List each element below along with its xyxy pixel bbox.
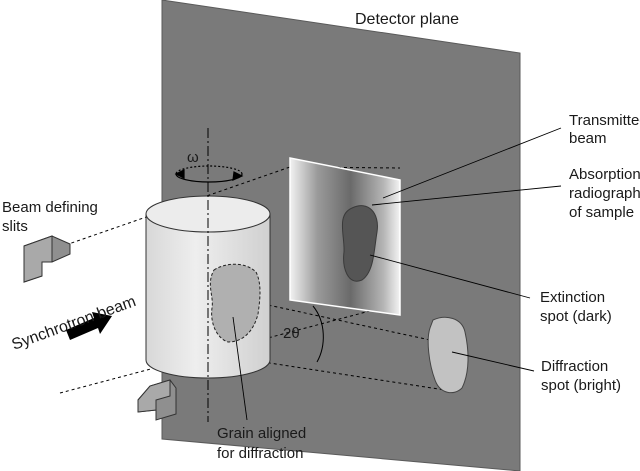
label-transmitted-beam-2: beam: [569, 130, 607, 147]
label-detector-plane: Detector plane: [355, 11, 459, 28]
label-omega: ω: [187, 149, 199, 166]
label-absorption-2: radiograph: [569, 185, 640, 202]
label-diffraction-1: Diffraction: [541, 358, 608, 375]
diffraction-spot: [427, 316, 469, 394]
beam-arrow-icon: [66, 312, 112, 340]
beam-slit-upper: [23, 235, 71, 283]
label-two-theta: 2θ: [283, 325, 300, 342]
beam-slit-lower: [137, 379, 177, 421]
label-absorption-1: Absorption: [569, 166, 640, 183]
label-grain-2: for diffraction: [217, 445, 303, 462]
label-synchrotron-beam: Synchrotron beam: [10, 293, 139, 354]
grain: [209, 263, 261, 343]
label-absorption-3: of sample: [569, 204, 634, 221]
radiograph-window: [289, 157, 401, 316]
extinction-spot: [341, 205, 378, 282]
label-extinction-1: Extinction: [540, 289, 605, 306]
label-slits-1: Beam defining: [2, 199, 98, 216]
label-diffraction-2: spot (bright): [541, 377, 621, 394]
omega-rotation-icon: [174, 165, 244, 183]
label-slits-2: slits: [2, 218, 28, 235]
leader-lines: [232, 127, 562, 421]
label-extinction-2: spot (dark): [540, 308, 612, 325]
label-transmitted-beam-1: Transmitted: [569, 112, 640, 129]
two-theta-arc: [312, 305, 324, 363]
label-grain-1: Grain aligned: [217, 425, 306, 442]
